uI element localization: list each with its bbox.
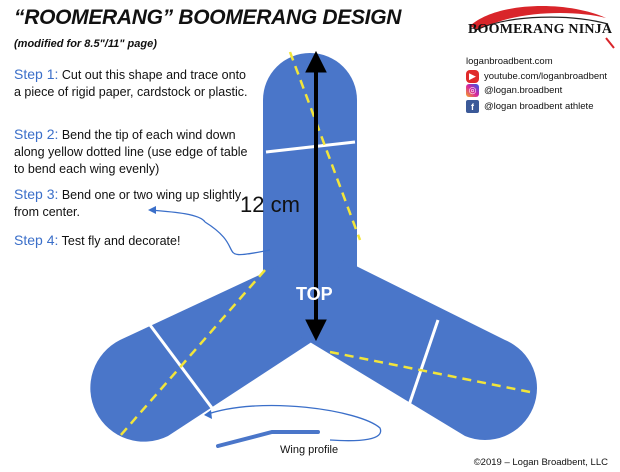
length-label: 12 cm: [240, 192, 300, 217]
facebook-row[interactable]: f @logan broadbent athlete: [466, 99, 593, 114]
page-title: “ROOMERANG” BOOMERANG DESIGN: [14, 6, 402, 29]
step-4: Step 4: Test fly and decorate!: [14, 232, 252, 250]
step-2-text: Bend the tip of each wind down along yel…: [14, 128, 248, 176]
wing-profile-label: Wing profile: [280, 444, 339, 456]
step3-callout-arrow: [204, 221, 271, 256]
brand-name: BOOMERANG NINJA: [468, 22, 613, 37]
facebook-icon: f: [466, 100, 479, 113]
fold-lines: [119, 51, 531, 437]
top-wing: [263, 53, 357, 300]
youtube-link[interactable]: youtube.com/loganbroadbent: [484, 71, 608, 82]
website-link[interactable]: loganbroadbent.com: [466, 56, 553, 67]
youtube-row[interactable]: ▶ youtube.com/loganbroadbent: [466, 69, 607, 84]
step-4-label: Step 4:: [14, 232, 59, 248]
instagram-row[interactable]: ◎ @logan.broadbent: [466, 83, 562, 98]
wing-profile-shape: [216, 430, 320, 448]
section-lines: [148, 140, 440, 415]
top-label: TOP: [296, 284, 333, 304]
boomerang-ninja-logo: [470, 6, 615, 49]
step-2-label: Step 2:: [14, 126, 59, 142]
length-arrow: [305, 50, 327, 342]
instagram-icon: ◎: [466, 84, 479, 97]
page-subtitle: (modified for 8.5"/11" page): [14, 38, 157, 50]
step-1-label: Step 1:: [14, 66, 59, 82]
wing-profile-callout: [204, 404, 382, 442]
step-4-text: Test fly and decorate!: [58, 234, 181, 248]
step-3: Step 3: Bend one or two wing up slightly…: [14, 186, 252, 221]
copyright: ©2019 – Logan Broadbent, LLC: [473, 457, 608, 468]
facebook-handle[interactable]: @logan broadbent athlete: [484, 101, 594, 112]
step-1: Step 1: Cut out this shape and trace ont…: [14, 66, 252, 101]
step-3-label: Step 3:: [14, 186, 59, 202]
youtube-icon: ▶: [466, 70, 479, 83]
boomerang-shape: [90, 53, 537, 442]
left-wing: [90, 264, 330, 442]
step-2: Step 2: Bend the tip of each wind down a…: [14, 126, 252, 178]
step-3-text: Bend one or two wing up slightly from ce…: [14, 188, 242, 219]
step-1-text: Cut out this shape and trace onto a piec…: [14, 68, 248, 99]
instagram-handle[interactable]: @logan.broadbent: [484, 85, 563, 96]
